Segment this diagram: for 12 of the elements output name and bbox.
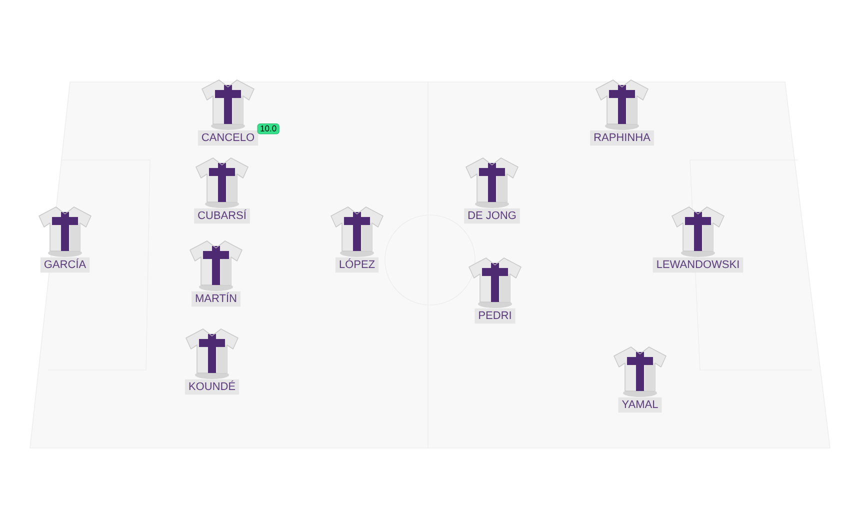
player-name-tag: GARCÍA	[40, 257, 90, 273]
player-name-tag: LÓPEZ	[335, 257, 379, 273]
player-name-tag: YAMAL	[618, 397, 662, 413]
player-name-tag: LEWANDOWSKI	[652, 257, 744, 273]
rating-badge: 10.0	[257, 124, 280, 134]
player-name-tag: DE JONG	[464, 208, 520, 224]
player-name-tag: PEDRI	[474, 308, 516, 324]
player-name-tag: KOUNDÉ	[184, 379, 240, 395]
player-name-tag: MARTÍN	[192, 291, 240, 307]
player-name-tag: CANCELO	[198, 130, 258, 146]
player-name-tag: RAPHINHA	[590, 130, 654, 146]
player-name-tag: CUBARSÍ	[194, 208, 250, 224]
